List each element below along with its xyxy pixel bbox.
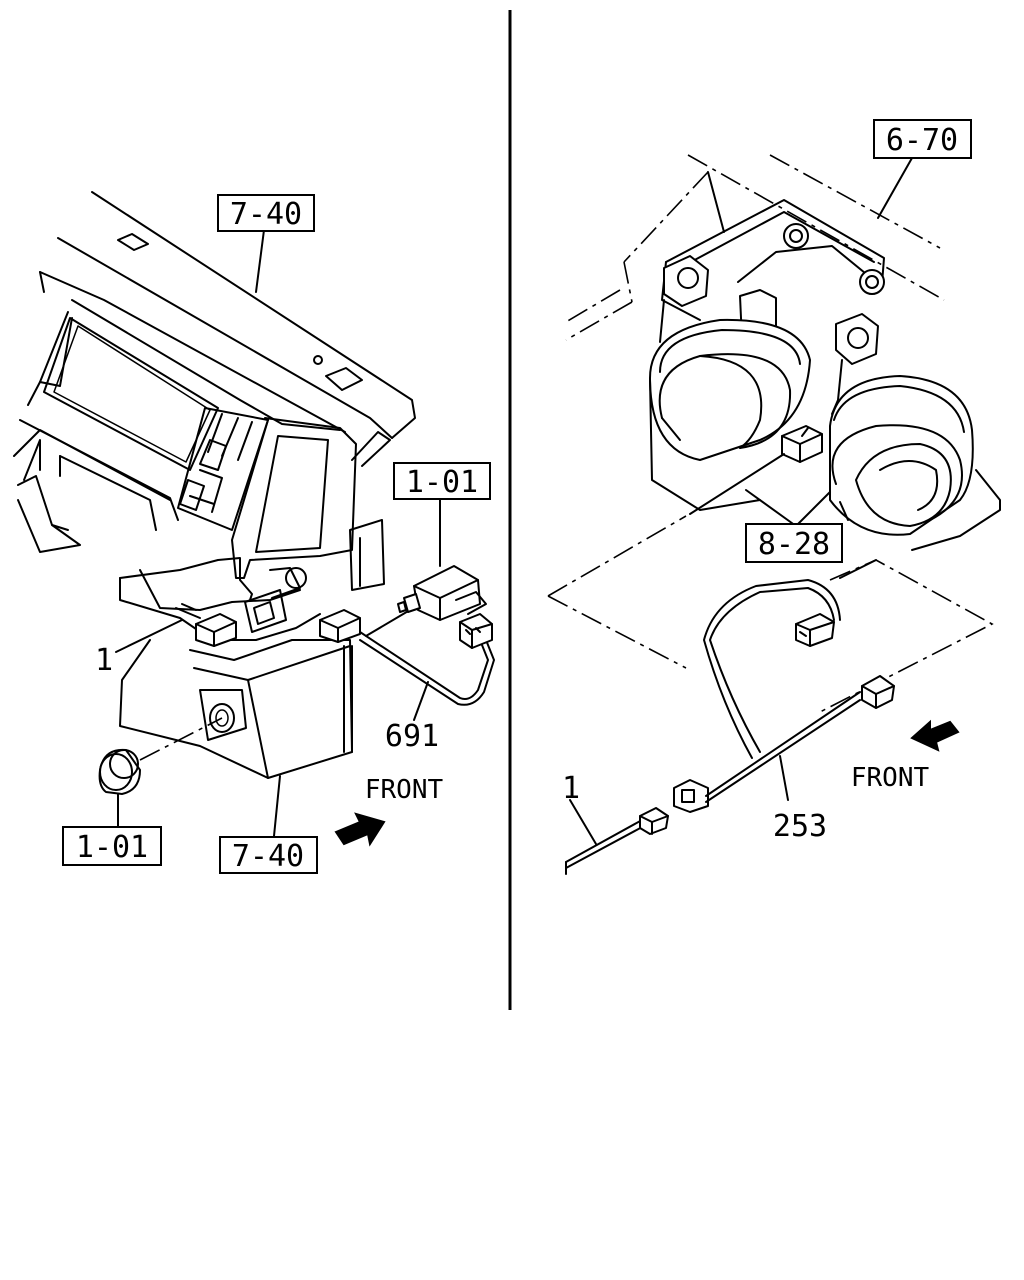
front-label-right: FRONT	[851, 763, 930, 793]
front-arrow-left	[334, 812, 386, 847]
callout-item-1-right: 1	[562, 771, 580, 806]
harness-253	[565, 579, 895, 875]
callout-item-1-left: 1	[95, 643, 113, 678]
frame-member	[565, 154, 945, 415]
callout-frame-ref: 6-70	[886, 123, 958, 158]
left-view: 7-40 1-01 1 691 1-01 7-40 FRONT	[13, 191, 495, 874]
callout-dash-ref-bottom: 7-40	[232, 839, 304, 874]
callout-knob-ref: 1-01	[76, 830, 148, 865]
right-view: 6-70 8-28 1 253 FRONT	[547, 119, 1001, 875]
dashboard-panel	[13, 191, 495, 847]
callout-horn-ref: 8-28	[758, 527, 830, 562]
horn-left	[649, 289, 811, 511]
callout-harness-253: 253	[773, 809, 827, 844]
callout-harness-691: 691	[385, 719, 439, 754]
callout-dash-ref-top: 7-40	[230, 197, 302, 232]
front-label-left: FRONT	[365, 775, 444, 805]
callout-switch-ref: 1-01	[406, 465, 478, 500]
front-arrow-right	[910, 719, 960, 752]
horn-right	[829, 375, 1001, 551]
